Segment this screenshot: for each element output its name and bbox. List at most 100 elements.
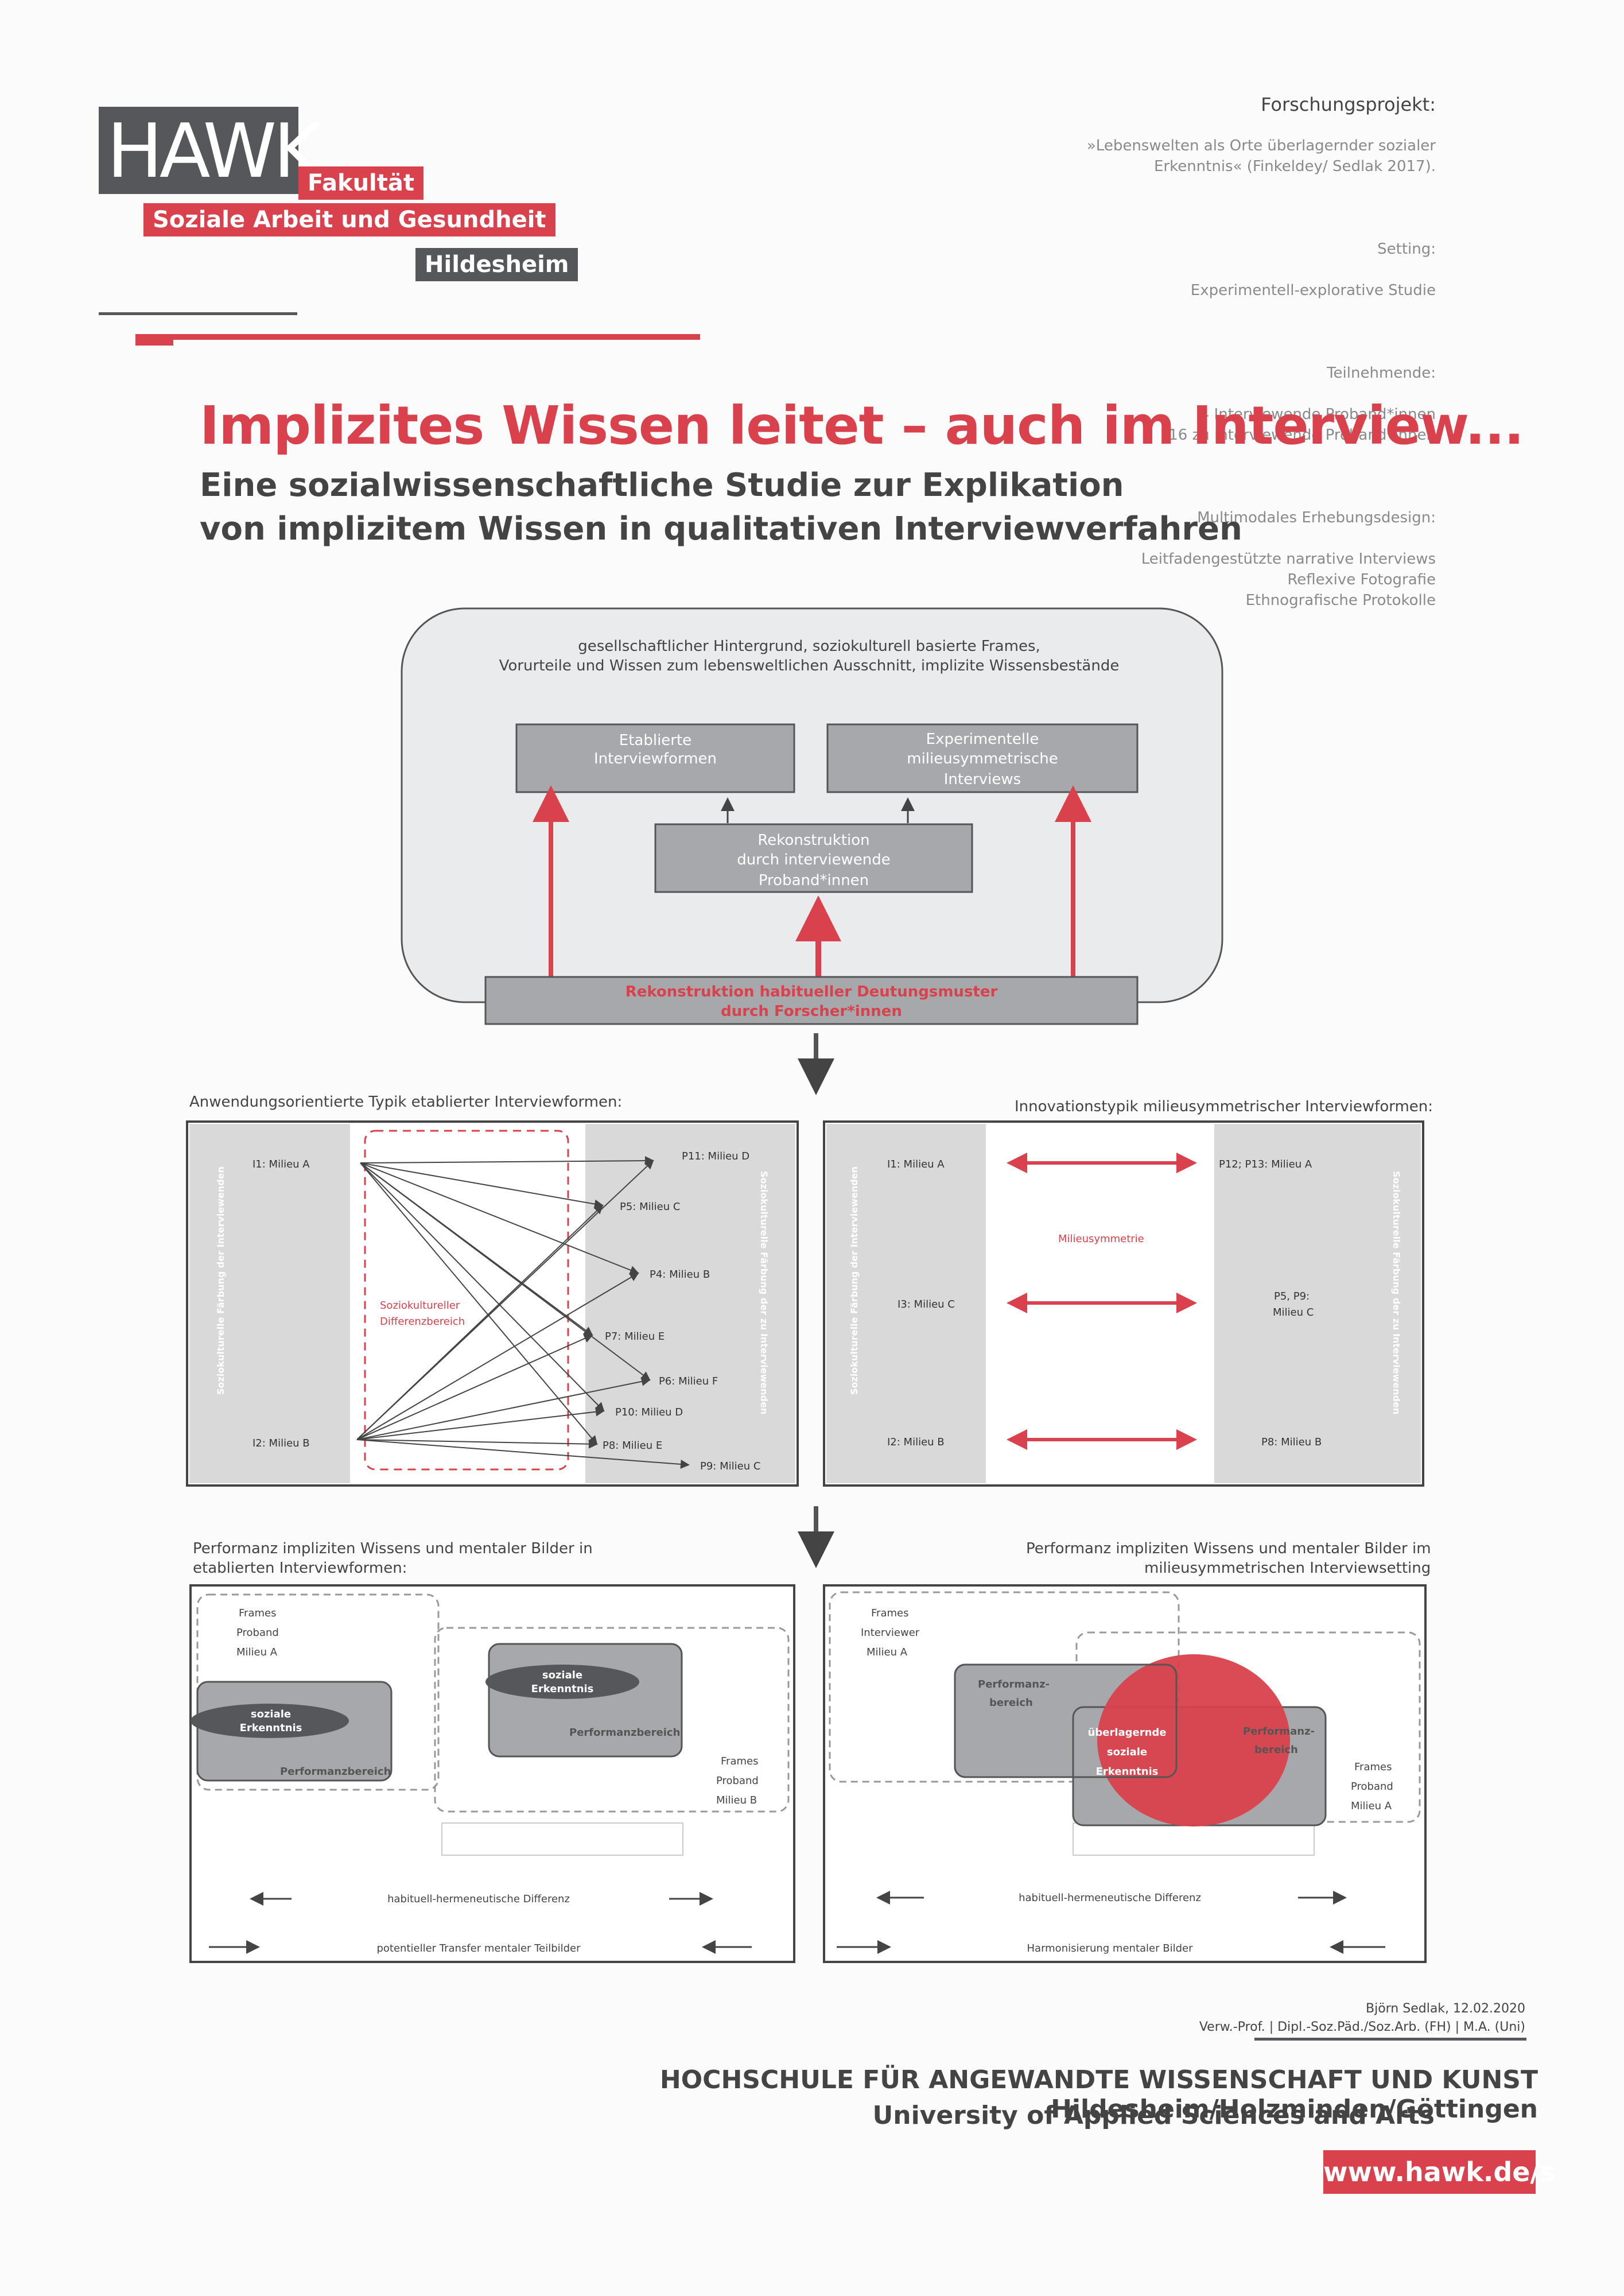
typik-connection-line [360,1162,639,1275]
logo-rule-red-stub [135,340,173,346]
typik-connection-line [356,1407,605,1440]
right-row3-right: P8: Milieu B [1261,1436,1322,1448]
soz-a-1: soziale [251,1708,291,1720]
interviewee-p8: P8: Milieu E [603,1440,662,1452]
frames-i-3: Milieu A [867,1646,908,1658]
left-diff-label: habituell-hermeneutische Differenz [387,1893,570,1905]
university-subtitle: University of Applied Sciences and Arts [872,2101,1435,2130]
left-typik-side-right: Soziokulturelle Färbung der zu Interview… [759,1171,770,1414]
right-typik-interviewee-zone [1214,1124,1421,1483]
typik-connection-line [356,1439,690,1469]
poster-title: Implizites Wissen leitet – auch im Inter… [200,395,1524,456]
right-row1-left: I1: Milieu A [887,1158,945,1170]
design-label: Multimodales Erhebungsdesign: [1197,509,1436,526]
frames-p-3: Milieu A [1351,1800,1392,1812]
box-established-label-2: Interviewformen [594,750,717,767]
perf-label-a: Performanzbereich [280,1766,391,1778]
frames-a-3: Milieu A [236,1646,278,1658]
design-value: Leitfadengestützte narrative Interviews … [1141,550,1436,609]
interviewee-p11: P11: Milieu D [682,1150,749,1162]
typik-connection-line [360,1162,651,1381]
ueber-1: überlagernde [1088,1727,1167,1739]
ueber-3: Erkenntnis [1096,1766,1159,1778]
right-typik-caption: Innovationstypik milieusymmetrischer Int… [1015,1098,1433,1115]
faculty-tag: Fakultät [298,166,424,200]
typik-connection-line [360,1162,598,1445]
interviewee-p10: P10: Milieu D [615,1406,683,1418]
frames-p-1: Frames [1354,1761,1392,1773]
ueber-2: soziale [1107,1746,1147,1758]
typik-connection-line [360,1162,604,1209]
differenz-label-2: Differenzbereich [380,1316,465,1328]
soz-b-2: Erkenntnis [531,1683,594,1695]
performanz-box-b [488,1643,683,1758]
project-heading: Forschungsprojekt: [1261,94,1436,115]
frames-a-2: Proband [236,1627,279,1639]
right-harmon-label: Harmonisierung mentaler Bilder [1027,1942,1194,1954]
interviewer-i1: I1: Milieu A [252,1158,310,1170]
project-title: »Lebenswelten als Orte überlagernder soz… [1086,137,1436,175]
right-row1-right: P12; P13: Milieu A [1219,1158,1312,1170]
left-typik-interviewer-zone [189,1124,350,1483]
participants-value: 4 Interviewende Proband*innen 16 zu inte… [1168,406,1436,444]
logo-rule-red [135,334,700,340]
author-rule [1254,2038,1526,2041]
empty-box-left [441,1822,683,1856]
right-row2-left: I3: Milieu C [898,1298,955,1310]
box-experimental-interviews [826,723,1139,793]
typik-connection-lines [356,1156,690,1469]
interviewee-p9: P9: Milieu C [700,1460,760,1472]
right-row3-left: I2: Milieu B [887,1436,945,1448]
performanz-box-interviewer-outline [954,1663,1178,1778]
university-name: HOCHSCHULE FÜR ANGEWANDTE WISSENSCHAFT U… [659,2065,1538,2124]
right-typik-side-right: Soziokulturelle Färbung der zu Interview… [1391,1171,1402,1414]
box-reconstruction-researchers [484,976,1139,1025]
hawk-logo [99,107,298,194]
right-diff-label: habituell-hermeneutische Differenz [1019,1892,1201,1904]
interviewee-p5: P5: Milieu C [620,1201,680,1213]
left-typik-interviewee-zone [585,1124,795,1483]
interviewee-p4: P4: Milieu B [650,1269,710,1281]
box-experimental-label-1: Experimentelle [926,731,1039,748]
box-experimental-label-2: milieusymmetrische [907,750,1058,767]
box-reconstruction-probands [654,823,973,893]
milieusymmetrie-label: Milieusymmetrie [1058,1233,1144,1245]
logo-rule-dark [99,312,297,315]
typik-connection-line [356,1159,654,1440]
project-info: Forschungsprojekt: »Lebenswelten als Ort… [919,73,1436,631]
box-established-label-1: Etablierte [619,732,691,749]
author-line-2: Verw.-Prof. | Dipl.-Soz.Päd./Soz.Arb. (F… [1199,2020,1525,2034]
faculty-name-tag: Soziale Arbeit und Gesundheit [143,203,555,236]
box-established-interviews [515,723,795,793]
soz-a-2: Erkenntnis [240,1722,302,1734]
frames-b-1: Frames [721,1755,758,1767]
location-tag: Hildesheim [415,248,578,281]
box-experimental-label-3: Interviews [944,771,1021,788]
right-typik-side-left: Soziokulturelle Färbung der Interviewend… [849,1166,860,1395]
interviewer-i2: I2: Milieu B [252,1437,310,1449]
website-link[interactable]: www.hawk.de/s [1323,2150,1556,2194]
empty-box-right [1073,1822,1315,1856]
box-mid-label-3: Proband*innen [759,872,869,889]
typik-connection-line [356,1272,639,1440]
right-typik-interviewer-zone [826,1124,986,1483]
box-mid-label-2: durch interviewende [737,851,891,868]
setting-value: Experimentell-explorative Studie [1190,282,1436,299]
interviewee-p7: P7: Milieu E [605,1331,665,1343]
differenz-label-1: Soziokultureller [380,1300,460,1312]
soziale-erkenntnis-b [485,1665,639,1699]
typik-connection-line [360,1162,605,1412]
frames-i-1: Frames [871,1607,908,1619]
typik-connection-line [356,1376,651,1440]
left-transfer-label: potentieller Transfer mentaler Teilbilde… [376,1942,581,1954]
typik-connection-line [360,1156,654,1166]
box-mid-label-1: Rekonstruktion [757,832,869,849]
frames-b-2: Proband [716,1775,759,1787]
perf-r-2: bereich [989,1697,1033,1709]
typik-connection-line [356,1334,593,1440]
frames-b-zone [434,1627,790,1813]
author-line-1: Björn Sedlak, 12.02.2020 [1365,2002,1525,2016]
participants-label: Teilnehmende: [1327,364,1436,382]
left-typik-side-left: Soziokulturelle Färbung der Interviewend… [215,1166,226,1395]
